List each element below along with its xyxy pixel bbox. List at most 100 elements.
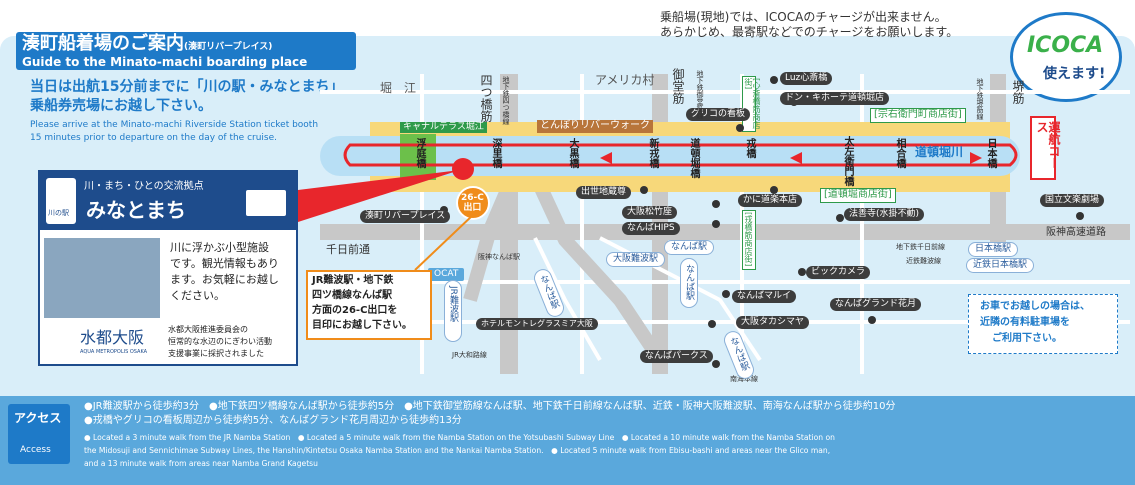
bridge-ukiniwa: 浮庭橋	[414, 138, 425, 168]
green-park	[400, 134, 436, 180]
pin-shusse	[640, 186, 648, 194]
pin-glico	[736, 124, 744, 132]
notice-line2: あらかじめ、最寄駅などでのチャージをお願いします。	[660, 25, 959, 39]
page-subtitle-en: Guide to the Minato-machi boarding place	[22, 55, 308, 69]
pin-kokuritsu	[1076, 212, 1084, 220]
access-label-box	[8, 404, 70, 464]
suito-logo: 水都大阪	[80, 328, 145, 347]
bridge-shin-ebisu: 新戎橋	[647, 138, 658, 168]
route-label-box: 運航コース	[1030, 116, 1061, 180]
jr-yamatoji-label: JR大和路線	[452, 351, 487, 359]
road-minor-h1	[320, 280, 1130, 284]
boarding-point	[452, 158, 474, 180]
subway-yotsuhashi-label: 地下鉄四つ橋線	[502, 76, 510, 125]
support-line-2: 恒常的な水辺のにぎわい活動	[168, 337, 272, 346]
pin-bic	[798, 268, 806, 276]
kintetsu-namba-line-label: 近鉄難波線	[906, 257, 941, 265]
hanshin-expy-label: 阪神高速道路	[1046, 227, 1106, 238]
instruction-en-2: 15 minutes prior to departure on the day…	[30, 133, 278, 143]
access-label-en: Access	[20, 445, 51, 455]
pin-grand-kagetsu	[868, 316, 876, 324]
subway-midosuji-label: 地下鉄御堂筋線	[696, 70, 704, 119]
label-glico: グリコの看板	[686, 108, 751, 121]
river-station-logo-text: 川の駅	[48, 209, 69, 217]
icoca-caption: 使えます!	[1043, 66, 1106, 82]
label-hozenji: 法善寺(水掛不動)	[844, 208, 925, 221]
info-desc-4: ください。	[170, 289, 225, 302]
jr-callout-4: 目印にお越し下さい。	[312, 320, 412, 331]
info-name: みなとまち	[86, 198, 186, 222]
boat-icon	[246, 190, 286, 216]
river	[320, 136, 1020, 176]
station-ocat: OCAT	[428, 268, 465, 281]
label-takashimaya: 大阪タカシマヤ	[736, 316, 810, 329]
label-matsuzakaya: 大阪松竹座	[622, 206, 678, 219]
label-luz: Luz心斎橋	[780, 72, 833, 85]
info-photo	[44, 238, 160, 318]
pin-matsuzakaya	[712, 200, 720, 208]
pin-marui	[722, 290, 730, 298]
station-osaka-namba: 大阪難波駅	[606, 252, 666, 267]
bridge-tazaemon: 太左衛門橋	[842, 136, 853, 186]
station-nippombashi: 日本橋駅	[968, 242, 1019, 257]
suito-logo-en: AQUA METROPOLIS OSAKA	[80, 349, 148, 355]
instruction-jp-1: 当日は出航15分前までに「川の駅・みなとまち」	[30, 79, 344, 95]
pin-takashimaya	[708, 320, 716, 328]
jr-callout-3: 方面の26-C出口を	[312, 305, 398, 316]
bridge-aioi: 相合橋	[894, 138, 905, 168]
access-en-3: and a 13 minute walk from areas near Nam…	[84, 459, 318, 468]
support-line-1: 水都大阪推進委員会の	[168, 325, 248, 334]
route-label: 運航コース	[1035, 121, 1061, 169]
label-grand-kagetsu: なんばグランド花月	[830, 298, 922, 311]
parking-line-2: 近隣の有料駐車場を	[980, 317, 1070, 328]
bridge-ebisu: 戎橋	[744, 138, 755, 158]
exit-26c-label: 26-C 出口	[461, 193, 484, 213]
icoca-badge: ICOCA 使えます!	[1010, 12, 1122, 102]
street-sakaisuji: 堺筋	[1011, 80, 1025, 104]
area-horie: 堀 江	[380, 81, 417, 95]
ebisubashi-suji-label: [戎橋筋商店街]	[744, 212, 753, 267]
label-riverplace: 湊町リバープレイス	[360, 210, 451, 223]
bridge-nippon: 日本橋	[985, 138, 996, 168]
river-station-logo: 川の駅	[46, 178, 76, 224]
label-kokuritsu: 国立文楽劇場	[1040, 194, 1105, 207]
label-marui: なんばマルイ	[732, 290, 797, 303]
bridge-fukari: 深里橋	[490, 138, 501, 168]
canal-terrace-label: キャナルテラス堀江	[400, 122, 487, 134]
label-hips: なんばHIPS	[622, 222, 680, 235]
parking-line-1: お車でお越しの場合は、	[980, 301, 1090, 312]
bridge-daikoku: 大黒橋	[567, 138, 578, 168]
jr-callout	[306, 270, 432, 340]
bridge-dotonbori: 道頓堀橋	[688, 138, 699, 178]
info-desc-3: ます。お気軽にお越し	[170, 273, 279, 286]
notice-line1: 乗船場(現地)では、ICOCAのチャージが出来ません。	[660, 10, 947, 24]
road-minor-h2	[320, 320, 1130, 324]
label-bic: ビックカメラ	[806, 266, 871, 279]
road-minor-2	[580, 74, 584, 374]
info-tagline: 川・まち・ひとの交流拠点	[84, 181, 204, 192]
instruction-jp-2: 乗船券売場にお越し下さい。	[30, 98, 212, 114]
title-bar	[16, 32, 356, 70]
subway-sennichimae-label: 地下鉄千日前線	[896, 243, 945, 251]
road-sennichimae	[320, 224, 1130, 240]
info-desc-2: です。観光情報もあり	[170, 257, 279, 270]
jr-namba-label: JR難波駅	[448, 286, 458, 322]
road-minor-1	[420, 74, 424, 374]
pin-hips	[712, 220, 720, 228]
sennichimae-road-label: 千日前通	[326, 243, 370, 256]
shinsaibashi-suji-label: [心斎橋筋商店街]	[744, 78, 761, 130]
road-minor-4	[860, 74, 864, 374]
station-kintetsu-nippombashi: 近鉄日本橋駅	[966, 258, 1035, 273]
info-desc-1: 川に浮かぶ小型施設	[170, 241, 269, 254]
access-en-2: the Midosuji and Sennichimae Subway Line…	[84, 446, 831, 455]
icoca-logo: ICOCA	[1027, 33, 1104, 58]
area-america-mura: アメリカ村	[595, 73, 655, 87]
access-en-1: ● Located a 3 minute walk from the JR Na…	[84, 433, 835, 442]
page-title-sub: (湊町リバープレイス)	[184, 42, 273, 52]
label-parks: なんばパークス	[640, 350, 713, 363]
hanshin-namba-label: 阪神なんば駅	[478, 253, 520, 261]
dotonbori-river-label: 道頓堀川	[915, 145, 964, 159]
pin-kani	[770, 186, 778, 194]
